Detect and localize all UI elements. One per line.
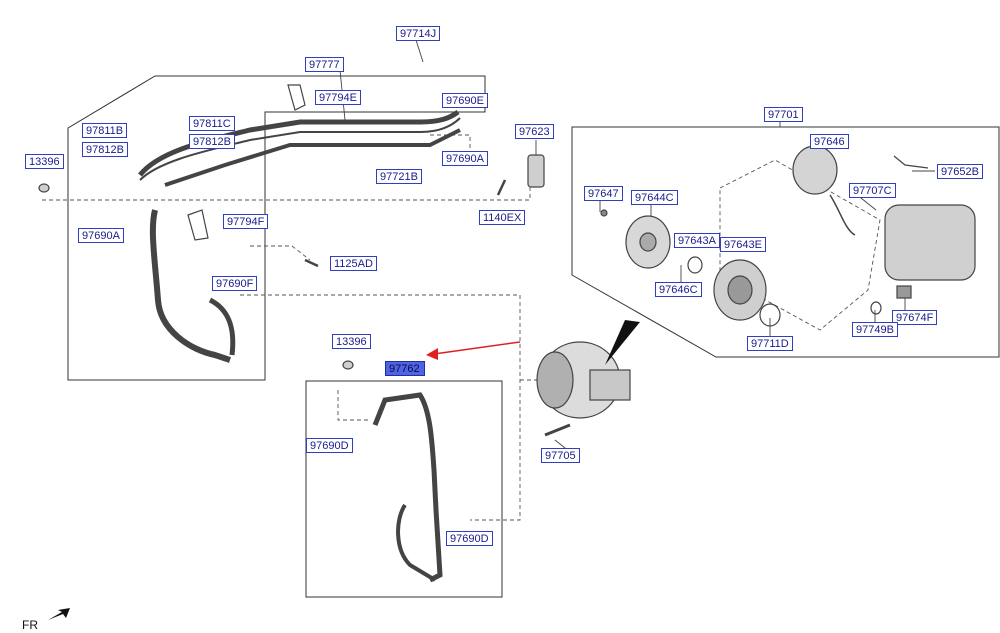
arrow-icon [48,608,70,620]
part-label-1140EX[interactable]: 1140EX [479,210,526,225]
part-label-97811B[interactable]: 97811B [82,123,128,138]
part-label-97705[interactable]: 97705 [541,448,580,463]
leader-line [337,390,370,421]
part-label-97652B[interactable]: 97652B [937,164,983,179]
part-label-97643E[interactable]: 97643E [720,237,766,252]
vertical-hose [149,209,231,363]
suction-hose [138,109,460,177]
part-label-97711D[interactable]: 97711D [747,336,793,351]
lower-discharge-hose [396,503,437,582]
part-label-13396[interactable]: 13396 [332,334,371,349]
compressor-unit [884,204,976,281]
hose-bracket [187,209,209,241]
part-label-97690E[interactable]: 97690E [442,93,488,108]
pointer-arrow [426,341,521,360]
compressor-frame [571,126,1000,358]
field-coil [792,145,838,195]
part-label-97749B[interactable]: 97749B [852,322,898,337]
part-label-1125AD[interactable]: 1125AD [330,256,377,271]
part-label-97647[interactable]: 97647 [584,186,623,201]
o-ring [759,303,781,327]
part-label-97674F[interactable]: 97674F [892,310,938,325]
part-label-13396[interactable]: 13396 [25,154,64,169]
part-label-97690F[interactable]: 97690F [212,276,258,291]
part-label-97644C[interactable]: 97644C [631,190,678,205]
lower-discharge-hose [372,392,443,583]
part-label-97707C[interactable]: 97707C [849,183,896,198]
part-label-97811C[interactable]: 97811C [189,116,235,131]
part-label-97794E[interactable]: 97794E [315,90,361,105]
part-label-97701[interactable]: 97701 [764,107,803,122]
part-label-97643A[interactable]: 97643A [674,233,720,248]
part-label-97714J[interactable]: 97714J [396,26,441,41]
upper-hose-frame [67,75,486,381]
leader-line [240,294,521,521]
part-label-97690D[interactable]: 97690D [306,438,353,453]
suction-hose [139,117,461,181]
callout-wedge [605,320,640,365]
leader-line [250,245,311,261]
part-label-97721B[interactable]: 97721B [376,169,422,184]
part-label-97794F[interactable]: 97794F [223,214,269,229]
receiver-drier [527,154,545,188]
part-label-97690D[interactable]: 97690D [446,531,493,546]
part-label-97777[interactable]: 97777 [305,57,344,72]
part-label-97762[interactable]: 97762 [385,361,425,376]
part-label-97690A[interactable]: 97690A [442,151,488,166]
lower-hose-frame [305,380,503,598]
orientation-mark: FR [22,618,38,632]
part-label-97623[interactable]: 97623 [515,124,554,139]
part-label-97812B[interactable]: 97812B [189,134,235,149]
part-label-97646C[interactable]: 97646C [655,282,702,297]
vertical-hose [208,297,236,356]
hose-bracket [287,84,306,111]
part-label-97812B[interactable]: 97812B [82,142,128,157]
leader-line [430,134,471,150]
discharge-hose [164,128,461,187]
part-label-97690A[interactable]: 97690A [78,228,124,243]
part-label-97646[interactable]: 97646 [810,134,849,149]
leader-line [140,185,531,201]
